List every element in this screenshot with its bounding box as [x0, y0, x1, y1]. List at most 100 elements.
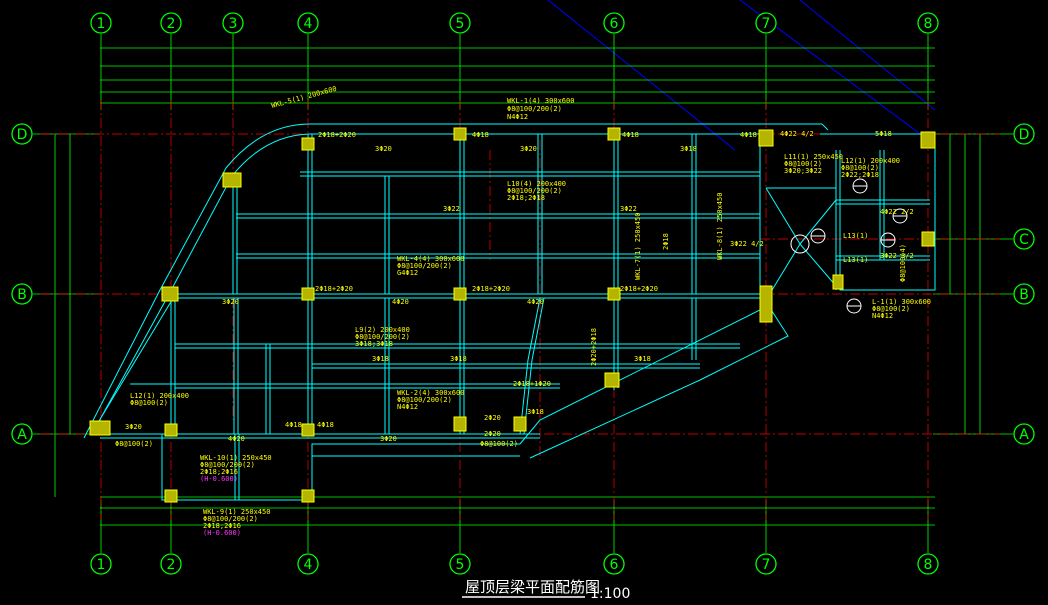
column-post: [222, 172, 242, 188]
column-post: [453, 287, 467, 301]
label-l13: L13(1): [843, 232, 868, 240]
axis-bubble-bottom-1: 1: [90, 553, 112, 575]
dim-14: Φ8@100(4): [899, 244, 907, 282]
axis-bubble-top-3: 3: [222, 12, 244, 34]
axis-bubble-top-2: 2: [160, 12, 182, 34]
axis-bubble-top-3-label: 3: [229, 16, 238, 32]
column-post: [164, 423, 178, 437]
dim-6c: 2Φ18+2Φ20: [620, 285, 658, 293]
label-wkl4c: G4Φ12: [397, 269, 418, 277]
axis-bubble-top-1-label: 1: [97, 16, 106, 32]
dim-6: 2Φ18+2Φ20: [315, 285, 353, 293]
label-l1: L-1(1) 300x600: [872, 298, 931, 306]
dim-9b: Φ8@100(2): [480, 440, 518, 448]
axis-bubble-right-B: B: [1013, 283, 1035, 305]
label-wkl9d: (H-0.600): [203, 529, 241, 537]
axis-bubble-top-2-label: 2: [167, 16, 176, 32]
beam-outlines: [83, 123, 936, 501]
axis-bubble-bottom-5: 5: [449, 553, 471, 575]
axis-bubble-left-A-label: A: [17, 427, 27, 443]
axis-bubble-top-6: 6: [603, 12, 625, 34]
axis-bubble-bottom-4: 4: [297, 553, 319, 575]
dim-15b: 2Φ20: [484, 430, 501, 438]
column-post: [301, 287, 315, 301]
columns: [89, 127, 936, 503]
column-post: [301, 489, 315, 503]
label-l1b: Φ8@100(2): [872, 305, 910, 313]
column-post: [453, 127, 467, 141]
equipment-symbols: [790, 178, 908, 314]
dim-5b: 4Φ20: [527, 298, 544, 306]
dim-4: 3Φ18: [680, 145, 697, 153]
column-post: [607, 127, 621, 141]
label-l13b: L13(1): [843, 256, 868, 264]
label-wkl10b: Φ8@100/200(2): [200, 461, 255, 469]
axis-bubble-bottom-4-label: 4: [304, 557, 313, 573]
label-l12b: Φ8@100(2): [841, 164, 879, 172]
axis-bubble-top-5: 5: [449, 12, 471, 34]
axis-grid: [33, 34, 1013, 553]
axis-bubble-top-6-label: 6: [610, 16, 619, 32]
axis-bubble-left-A: A: [11, 423, 33, 445]
axis-bubble-top-7-label: 7: [762, 16, 771, 32]
dim-18: 5Φ18: [875, 130, 892, 138]
label-wkl9b: Φ8@100/200(2): [203, 515, 258, 523]
dim-3c: 4Φ18: [740, 131, 757, 139]
label-l1c: N4Φ12: [872, 312, 893, 320]
label-l12c: 2Φ22;2Φ18: [841, 171, 879, 179]
axis-bubble-left-B-label: B: [17, 287, 27, 303]
beam-annotations: WKL-5(1) 200x600 WKL-1(4) 300x600 Φ8@100…: [115, 85, 931, 537]
label-wkl8: WKL-8(1) 250x450: [716, 193, 724, 260]
axis-bubble-right-A: A: [1013, 423, 1035, 445]
label-l7: L12(1) 200x400: [130, 392, 189, 400]
label-wkl2: WKL-2(4) 300x600: [397, 389, 464, 397]
axis-bubble-left-B: B: [11, 283, 33, 305]
dim-5: 4Φ20: [392, 298, 409, 306]
axis-bubble-top-5-label: 5: [456, 16, 465, 32]
dim-17: 2Φ20+2Φ18: [590, 328, 598, 366]
dim-2b: 3Φ20: [520, 145, 537, 153]
column-post: [604, 372, 620, 388]
dim-4b: 3Φ18: [450, 355, 467, 363]
label-wkl5: WKL-5(1) 200x600: [270, 85, 337, 110]
dim-6b: 2Φ18+2Φ20: [472, 285, 510, 293]
dim-11: 3Φ22 4/2: [730, 240, 764, 248]
column-post: [513, 416, 527, 432]
label-wkl1c: N4Φ12: [507, 113, 528, 121]
axis-bubble-top-7: 7: [755, 12, 777, 34]
label-wkl1b: Φ8@100/200(2): [507, 105, 562, 113]
dim-4c: 3Φ18: [372, 355, 389, 363]
label-l11: L11(1) 250x450: [784, 153, 843, 161]
column-post: [832, 274, 844, 290]
dim-19: 2Φ18: [662, 233, 670, 250]
column-post: [759, 285, 773, 323]
axis-bubble-right-C: C: [1013, 228, 1035, 250]
dim-13: 4Φ22 2/2: [880, 208, 914, 216]
label-l10: L10(4) 200x400: [507, 180, 566, 188]
label-wkl4: WKL-4(4) 300x600: [397, 255, 464, 263]
axis-bubble-bottom-6: 6: [603, 553, 625, 575]
label-l7b: Φ8@100(2): [130, 399, 168, 407]
axis-bubble-right-B-label: B: [1019, 287, 1029, 303]
dim-15: 2Φ20: [484, 414, 501, 422]
axis-bubble-right-D: D: [1013, 123, 1035, 145]
axis-bubble-right-C-label: C: [1019, 232, 1029, 248]
axis-bubble-bottom-7: 7: [755, 553, 777, 575]
column-post: [89, 420, 111, 436]
column-post: [164, 489, 178, 503]
dim-12: 3Φ22 3/2: [880, 252, 914, 260]
axis-bubble-bottom-2: 2: [160, 553, 182, 575]
label-wkl10c: 2Φ18;2Φ16: [200, 468, 238, 476]
column-post: [758, 129, 774, 147]
dim-7: 3Φ22: [443, 205, 460, 213]
label-wkl10d: (H-0.600): [200, 475, 238, 483]
dim-3e: 4Φ18: [317, 421, 334, 429]
axis-bubble-right-A-label: A: [1019, 427, 1029, 443]
dim-4e: 3Φ18: [527, 408, 544, 416]
drawing-title: 屋顶层梁平面配筋图: [465, 578, 600, 596]
label-wkl9: WKL-9(1) 250x450: [203, 508, 270, 516]
label-l11c: 3Φ20;3Φ22: [784, 167, 822, 175]
label-wkl9c: 2Φ18;2Φ16: [203, 522, 241, 530]
